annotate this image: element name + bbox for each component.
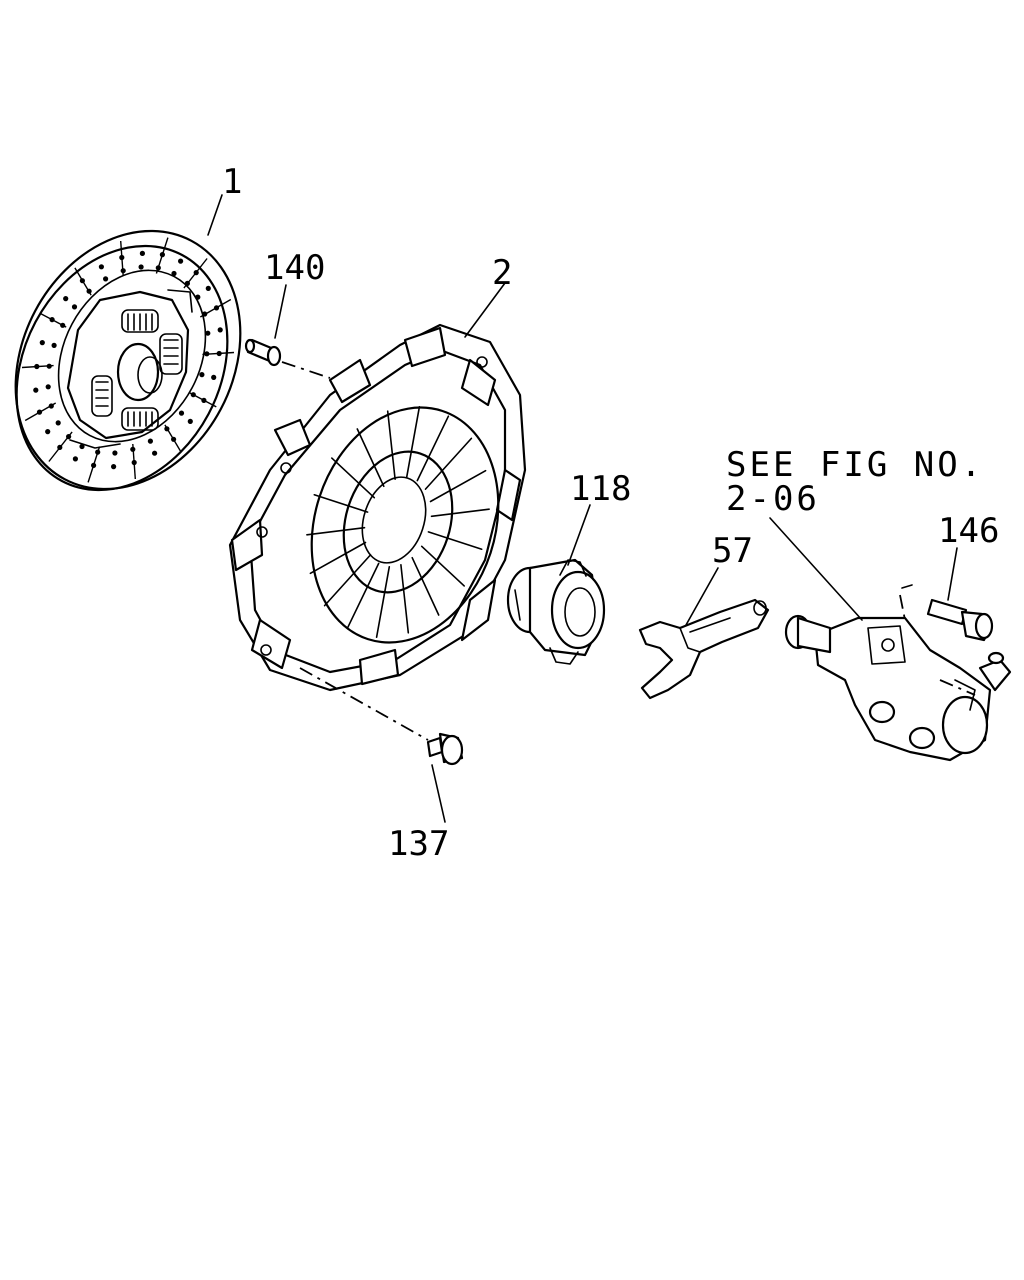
release-bearing	[506, 558, 606, 665]
pressure-plate	[228, 323, 527, 692]
slave-cylinder	[784, 614, 1012, 762]
callout-57: 57	[712, 531, 753, 571]
bolt-146	[926, 598, 994, 642]
bolt-137	[426, 732, 464, 766]
reference-text-line1: SEE FIG NO.	[726, 445, 984, 485]
reference-text-line2: 2-06	[726, 479, 820, 519]
callout-1: 1	[222, 162, 242, 202]
dowel-pin	[244, 338, 282, 367]
clutch-disc	[14, 229, 242, 492]
callout-137: 137	[388, 824, 449, 864]
callout-118: 118	[570, 469, 631, 509]
callout-140: 140	[264, 248, 325, 288]
release-fork	[638, 598, 770, 700]
callout-2: 2	[492, 253, 512, 293]
assembly-centerlines	[281, 361, 976, 741]
callout-146: 146	[938, 511, 999, 551]
leader-lines	[207, 194, 958, 823]
